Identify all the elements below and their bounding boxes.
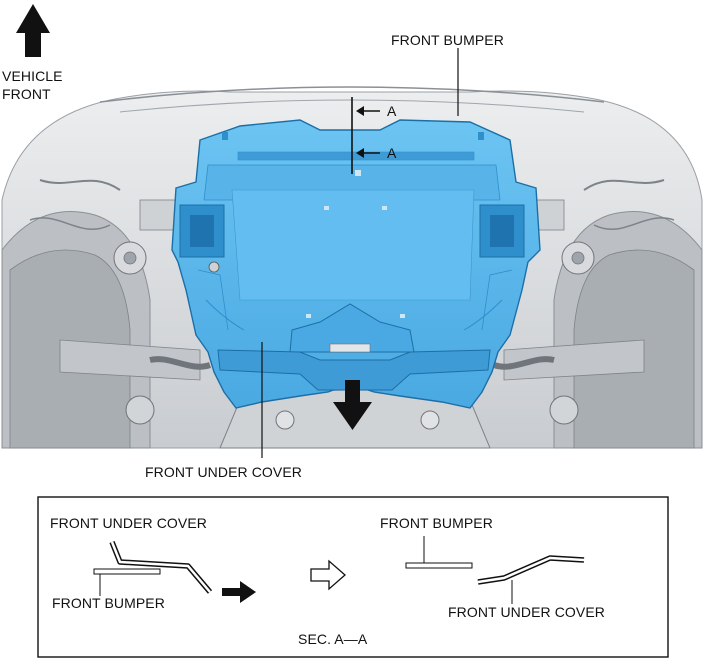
vehicle-front-label-line2: FRONT [2, 86, 51, 102]
section-after-bumper-label: FRONT BUMPER [380, 515, 493, 531]
section-arrow-top-icon [356, 106, 380, 116]
section-title-label: SEC. A—A [298, 631, 368, 647]
section-after-bumper-profile [405, 562, 473, 569]
section-before-bumper-profile [93, 568, 161, 575]
section-before-under-cover-profile [109, 540, 213, 594]
section-detail-box [37, 496, 669, 658]
section-after-under-cover-profile [477, 555, 585, 585]
section-pull-arrow-icon [222, 581, 256, 603]
section-marker-top-label: A [387, 103, 397, 119]
vehicle-front-arrow-icon [16, 4, 50, 57]
section-transition-arrow-icon [310, 559, 346, 591]
section-after-under-cover-label: FRONT UNDER COVER [448, 604, 606, 620]
front-under-cover-label: FRONT UNDER COVER [145, 464, 303, 480]
removal-direction-arrow-icon [333, 380, 372, 430]
front-under-cover-part [171, 119, 541, 409]
section-marker-bottom-label: A [387, 145, 397, 161]
front-bumper-label: FRONT BUMPER [391, 32, 504, 48]
section-before-bumper-label: FRONT BUMPER [52, 595, 165, 611]
vehicle-front-label-line1: VEHICLE [2, 68, 63, 84]
section-arrow-bottom-icon [356, 148, 380, 158]
section-before-under-cover-label: FRONT UNDER COVER [50, 515, 208, 531]
